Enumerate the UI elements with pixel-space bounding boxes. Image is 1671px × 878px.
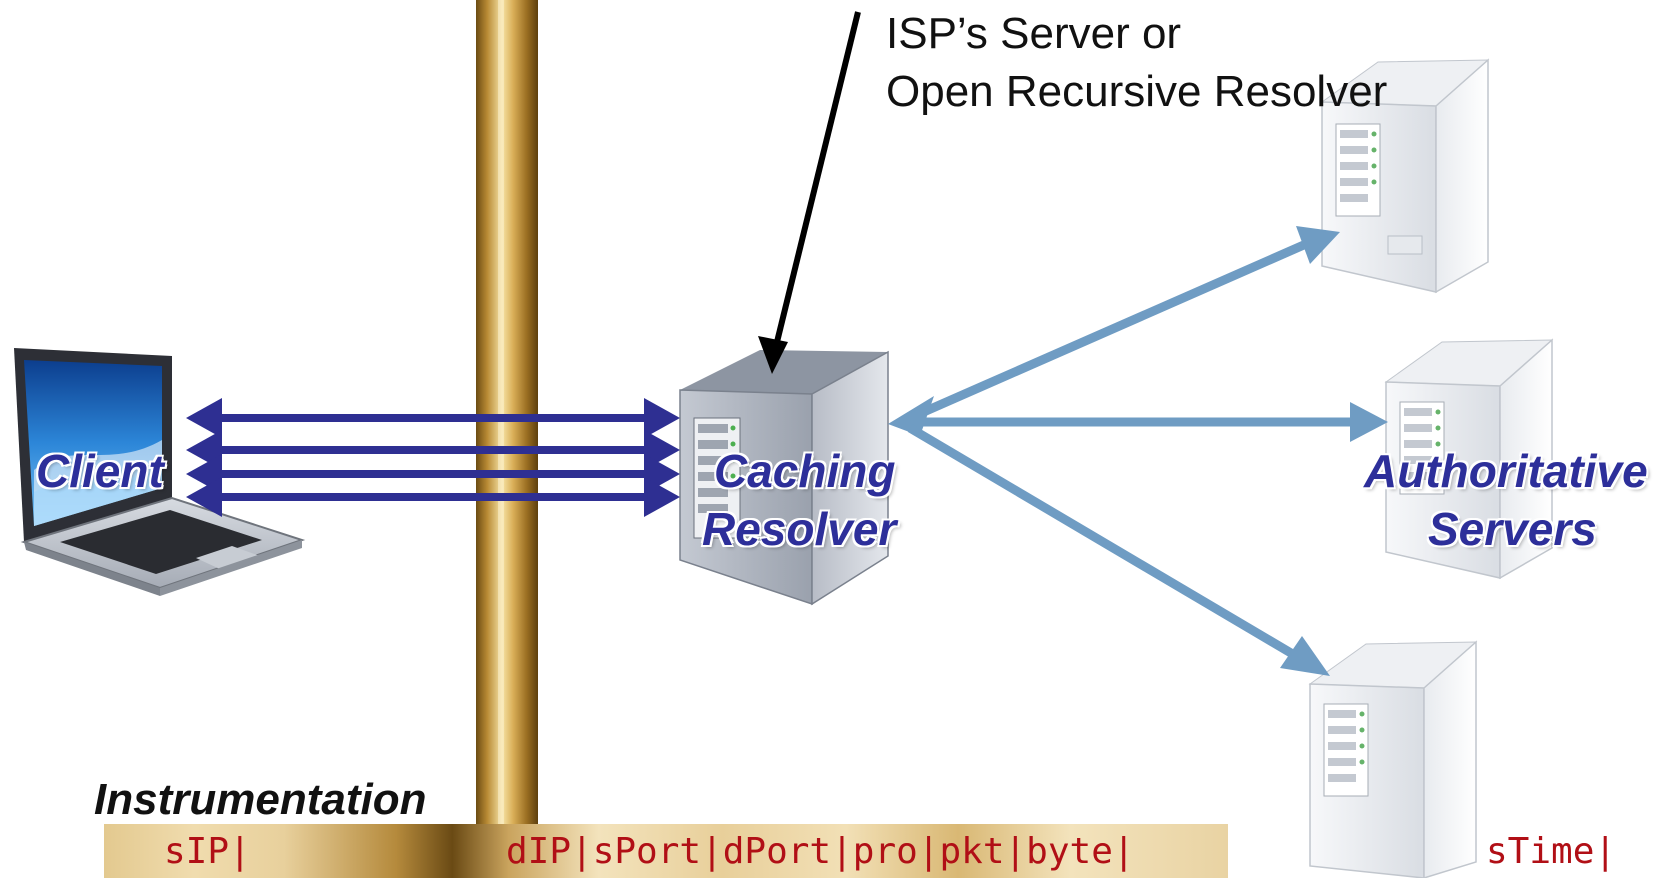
query-arrow (186, 477, 680, 517)
field-start-time: sTime| (1486, 831, 1617, 872)
boundary-pillar-icon (476, 0, 538, 878)
middle-authoritative-arrow (910, 402, 1388, 442)
authoritative-label-line-2: Servers (1428, 503, 1597, 555)
client-label: Client (36, 445, 164, 497)
resolver-label-line-1: Caching (714, 445, 896, 497)
laptop-icon (14, 348, 306, 596)
field-source-ip: sIP| (164, 831, 251, 872)
upper-authoritative-arrow (908, 226, 1340, 423)
callout-arrow (758, 11, 861, 374)
query-arrow (186, 398, 680, 438)
resolver-label-line-2: Resolver (702, 503, 897, 555)
query-arrow (186, 430, 680, 470)
authoritative-label-line-1: Authoritative (1364, 445, 1648, 497)
lower-authoritative-arrow (907, 424, 1330, 676)
client-resolver-arrows (186, 398, 680, 517)
resolver-authoritative-arrows (888, 226, 1388, 676)
resolver-server-icon (679, 350, 889, 606)
authoritative-server-icon (1384, 338, 1554, 580)
authoritative-server-icon (1308, 640, 1478, 878)
callout-line-1: ISP’s Server or (886, 9, 1182, 58)
authoritative-server-icon (1320, 58, 1490, 294)
query-arrow (186, 454, 680, 494)
instrumentation-title: Instrumentation (94, 775, 427, 824)
field-flow-attributes: dIP|sPort|dPort|pro|pkt|byte| (506, 831, 1135, 872)
instrumentation-bar (104, 824, 1228, 878)
callout-line-2: Open Recursive Resolver (886, 67, 1388, 116)
